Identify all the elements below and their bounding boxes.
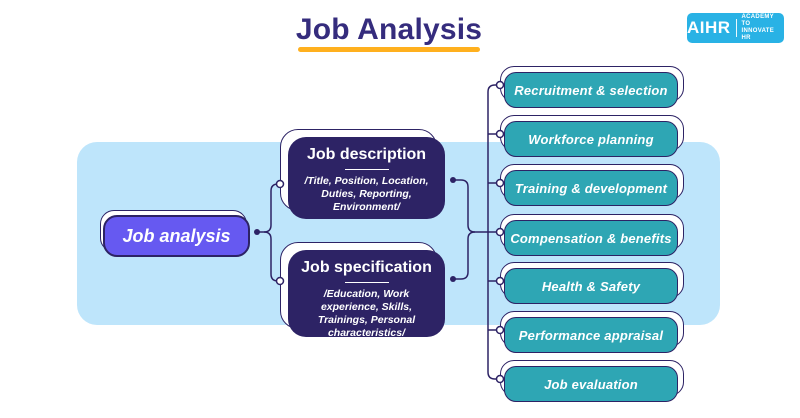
logo-tagline-line1: ACADEMY TO bbox=[741, 14, 774, 27]
node-workforce-planning-box: Workforce planning bbox=[504, 121, 678, 157]
page-title: Job Analysis bbox=[295, 13, 483, 46]
node-workforce-planning-label: Workforce planning bbox=[528, 131, 654, 147]
node-health-safety-label: Health & Safety bbox=[541, 278, 641, 294]
node-performance-appraisal-label: Performance appraisal bbox=[518, 327, 664, 343]
node-recruitment-selection: Recruitment & selection bbox=[500, 66, 690, 108]
node-training-development-box: Training & development bbox=[504, 170, 678, 206]
logo-tagline: ACADEMY TO INNOVATE HR bbox=[742, 14, 784, 42]
node-job-description-divider bbox=[344, 169, 389, 170]
node-health-safety: Health & Safety bbox=[500, 262, 690, 304]
node-job-analysis-box: Job analysis bbox=[103, 215, 250, 257]
node-recruitment-selection-label: Recruitment & selection bbox=[514, 82, 668, 98]
node-job-specification: Job specification /Education, Work exper… bbox=[280, 242, 453, 345]
node-job-analysis-label: Job analysis bbox=[122, 225, 231, 246]
node-compensation-benefits-label: Compensation & benefits bbox=[510, 230, 672, 246]
node-recruitment-selection-box: Recruitment & selection bbox=[504, 72, 678, 108]
node-job-specification-title: Job specification bbox=[301, 259, 432, 276]
node-training-development: Training & development bbox=[500, 164, 690, 206]
logo-wordmark: AIHR bbox=[687, 18, 731, 37]
logo-divider bbox=[735, 19, 737, 37]
node-compensation-benefits: Compensation & benefits bbox=[500, 214, 690, 256]
node-job-analysis: Job analysis bbox=[100, 210, 255, 260]
node-job-description-details: /Title, Position, Location, Duties, Repo… bbox=[304, 175, 429, 213]
node-job-specification-divider bbox=[344, 282, 389, 283]
node-performance-appraisal: Performance appraisal bbox=[500, 311, 690, 353]
node-training-development-label: Training & development bbox=[514, 180, 668, 196]
node-job-evaluation-box: Job evaluation bbox=[504, 366, 678, 402]
logo-tagline-line2: INNOVATE HR bbox=[741, 28, 775, 41]
title-underline-accent bbox=[298, 47, 480, 52]
node-job-description-title: Job description bbox=[306, 146, 427, 163]
node-compensation-benefits-box: Compensation & benefits bbox=[504, 220, 678, 256]
node-job-specification-box: Job specification /Education, Work exper… bbox=[288, 250, 445, 339]
node-health-safety-box: Health & Safety bbox=[504, 268, 678, 304]
aihr-logo: AIHR ACADEMY TO INNOVATE HR bbox=[687, 13, 784, 43]
node-job-description-box: Job description /Title, Position, Locati… bbox=[288, 137, 445, 219]
node-job-specification-details: /Education, Work experience, Skills, Tra… bbox=[317, 288, 416, 339]
node-job-description: Job description /Title, Position, Locati… bbox=[280, 129, 453, 227]
node-job-evaluation-label: Job evaluation bbox=[544, 376, 638, 392]
node-job-evaluation: Job evaluation bbox=[500, 360, 690, 402]
node-workforce-planning: Workforce planning bbox=[500, 115, 690, 157]
node-performance-appraisal-box: Performance appraisal bbox=[504, 317, 678, 353]
